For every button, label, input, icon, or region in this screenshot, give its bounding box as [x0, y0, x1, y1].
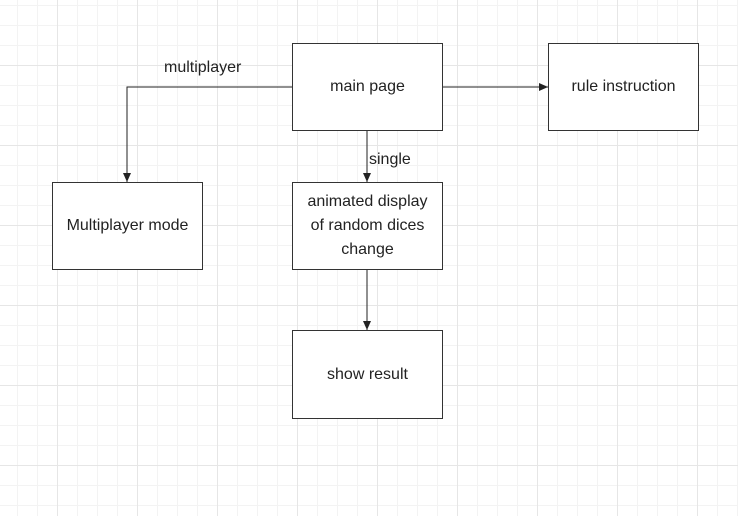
single-edge-label: single	[369, 151, 411, 168]
multiplayer-mode-label: Multiplayer mode	[66, 217, 189, 234]
multiplayer-mode-node[interactable]: Multiplayer mode	[52, 182, 203, 270]
show-result-node[interactable]: show result	[292, 330, 443, 419]
rule-instruction-label: rule instruction	[571, 78, 676, 95]
show-result-label: show result	[327, 365, 408, 383]
rule-instruction-node[interactable]: rule instruction	[548, 43, 699, 131]
main-page-label: main page	[330, 78, 405, 95]
edge-main-to-multiplayer	[123, 86, 292, 182]
multiplayer-edge-label: multiplayer	[164, 59, 242, 76]
animated-display-node[interactable]: animated display of random dices change	[292, 182, 443, 270]
main-page-node[interactable]: main page	[292, 43, 443, 131]
animated-display-label: animated display of random dices change	[307, 193, 428, 258]
